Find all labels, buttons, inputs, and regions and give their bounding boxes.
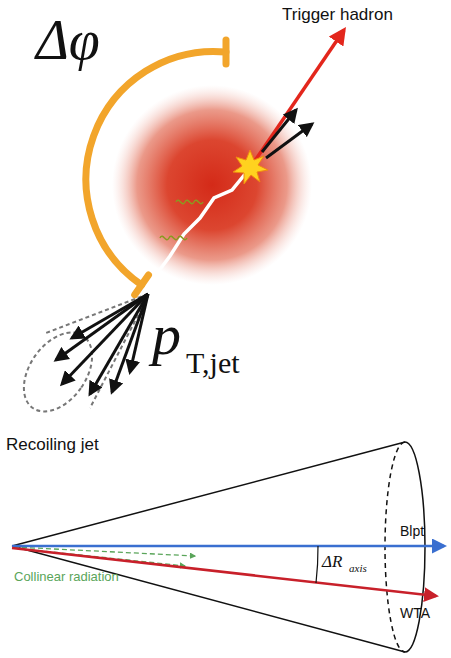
jet-label: Recoiling jet <box>6 436 99 453</box>
angle-arc <box>316 546 318 583</box>
hadron-arrow <box>266 124 312 158</box>
jet-particles <box>56 294 148 394</box>
particle-label: Trigger hadron <box>282 6 393 23</box>
radiation-label: Collinear radiation <box>14 570 119 583</box>
blpt-axis <box>12 545 444 548</box>
jet-cone <box>10 294 148 424</box>
angle-label: Δφ <box>36 12 100 68</box>
angle-bracket <box>86 40 226 295</box>
gluon-coil <box>160 200 203 239</box>
parton-path <box>150 168 250 292</box>
angle-symbol: ΔR <box>322 553 342 570</box>
wta-axis <box>12 548 436 596</box>
axis-label: Blpt <box>400 524 424 538</box>
axis-label: WTA <box>400 606 430 620</box>
hadron-arrow <box>262 110 296 152</box>
momentum-symbol: p <box>152 306 181 364</box>
momentum-subscript: T,jet <box>186 348 240 378</box>
trigger-arrow <box>254 30 344 162</box>
medium-blob <box>112 85 312 285</box>
angle-subscript: axis <box>349 563 367 574</box>
hard-scattering-burst <box>233 150 268 184</box>
collinear-radiation-arrow <box>14 547 195 566</box>
